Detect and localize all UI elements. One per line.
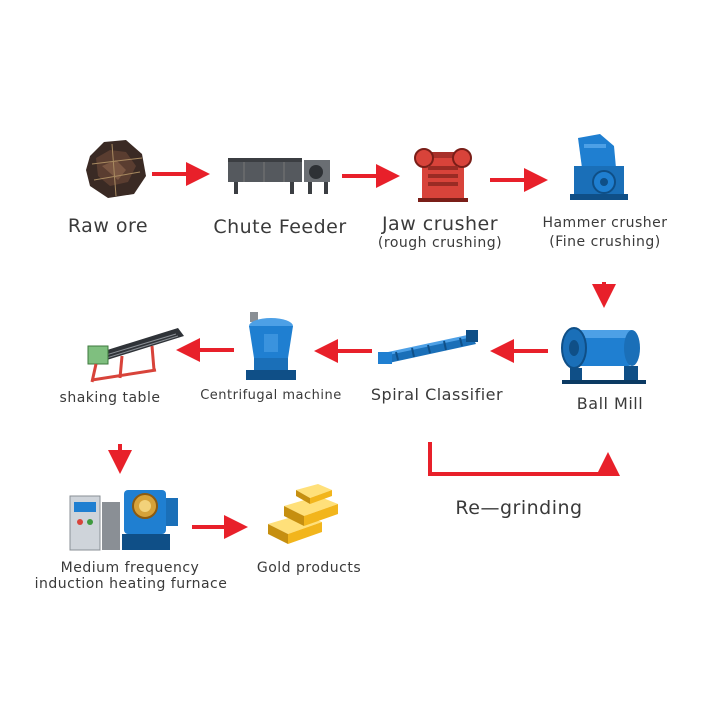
label-hammer-crusher-note: (Fine crushing) <box>549 234 661 250</box>
label-shaking-table: shaking table <box>59 390 161 406</box>
label-centrifugal-machine: Centrifugal machine <box>200 388 342 403</box>
label-hammer-crusher: Hammer crusher <box>542 215 668 231</box>
shaking-table-icon <box>87 328 184 383</box>
label-gold-products: Gold products <box>256 560 362 576</box>
label-furnace-line1: Medium frequency <box>60 560 200 576</box>
label-spiral-classifier: Spiral Classifier <box>370 385 504 404</box>
gold-bars-icon <box>268 484 338 544</box>
chute-feeder-icon <box>228 158 330 194</box>
arrow-regrinding-loop <box>428 442 620 476</box>
label-regrinding: Re—grinding <box>455 497 583 519</box>
label-chute-feeder: Chute Feeder <box>213 216 347 238</box>
label-furnace-line2: induction heating furnace <box>34 576 228 592</box>
spiral-classifier-icon <box>378 330 478 364</box>
jaw-crusher-icon <box>414 148 472 202</box>
induction-furnace-icon <box>69 490 178 551</box>
ore-rock-icon <box>86 140 146 198</box>
label-raw-ore: Raw ore <box>67 215 149 237</box>
centrifugal-machine-icon <box>246 312 296 380</box>
label-ball-mill: Ball Mill <box>576 394 644 413</box>
hammer-crusher-icon <box>570 134 628 200</box>
ball-mill-icon <box>561 327 646 384</box>
label-jaw-crusher-note: (rough crushing) <box>377 235 503 251</box>
label-jaw-crusher: Jaw crusher <box>381 213 499 235</box>
